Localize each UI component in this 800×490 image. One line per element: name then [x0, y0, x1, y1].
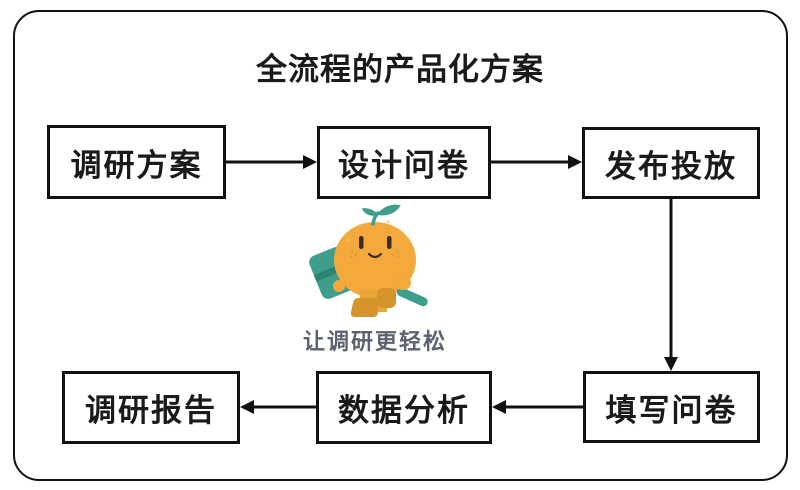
flow-node-publish-deploy: 发布投放 [582, 127, 760, 199]
flow-node-data-analysis: 数据分析 [316, 371, 492, 444]
flow-node-fill-survey: 填写问卷 [583, 371, 760, 443]
diagram-title: 全流程的产品化方案 [256, 52, 544, 87]
flow-node-design-survey: 设计问卷 [317, 126, 491, 199]
flow-node-research-report: 调研报告 [62, 371, 240, 444]
flow-node-research-plan: 调研方案 [47, 125, 226, 199]
mascot-caption: 让调研更轻松 [302, 329, 447, 354]
